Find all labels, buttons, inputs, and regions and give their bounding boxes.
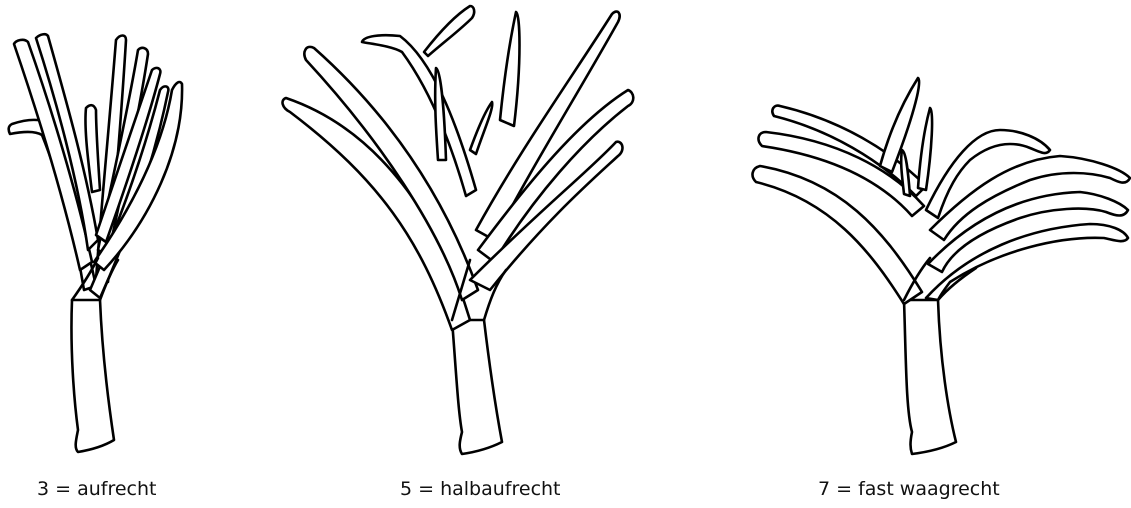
tree-semi-branch-spike-c — [500, 12, 520, 126]
tree-semi-upright — [283, 6, 634, 454]
tree-upright — [9, 34, 182, 452]
tree-semi-branch-spike-b — [470, 102, 492, 154]
tree-horiz-spike-a — [880, 78, 919, 172]
tree-semi-branch-spike-a — [435, 68, 446, 160]
tree-horizontal — [753, 78, 1130, 454]
tree-semi-trunk — [452, 320, 502, 454]
caption-upright: 3 = aufrecht — [37, 478, 156, 500]
tree-horiz-spike-b — [918, 108, 932, 190]
caption-semi-upright: 5 = halbaufrecht — [400, 478, 561, 500]
tree-upright-trunk — [71, 300, 114, 452]
tree-horiz-branch-right-4 — [926, 224, 1128, 300]
tree-horiz-trunk — [904, 300, 956, 454]
tree-horiz-spike-c — [901, 150, 910, 196]
tree-upright-branch-c — [85, 105, 100, 192]
caption-almost-horizontal: 7 = fast waagrecht — [818, 478, 1000, 500]
tree-drawings — [0, 0, 1131, 470]
tree-semi-branch-spike-top — [424, 6, 474, 56]
